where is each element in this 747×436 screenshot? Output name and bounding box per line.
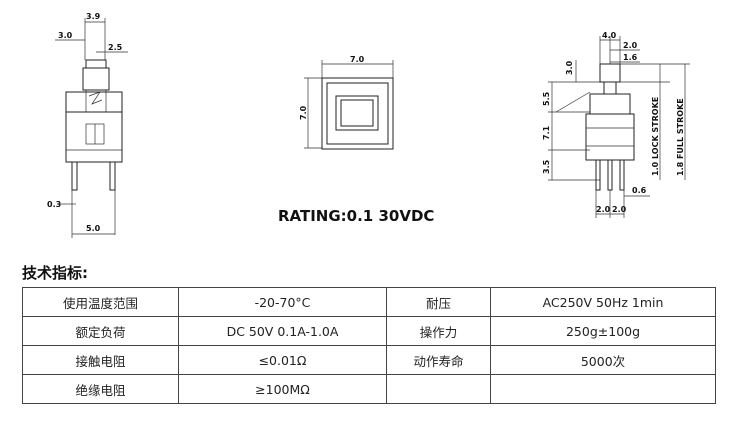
dim-bottom-width: 5.0 — [86, 224, 101, 233]
dim-width: 7.0 — [350, 55, 365, 64]
dim-right-offset: 2.5 — [108, 43, 123, 52]
dim-full-stroke: 1.8 FULL STROKE — [676, 98, 685, 176]
dim-right-b: 1.6 — [623, 53, 638, 62]
rating-label: RATING:0.1 30VDC — [278, 207, 434, 225]
table-row: 绝缘电阻 ≥100MΩ — [22, 374, 716, 404]
dim-pitch-a: 2.0 — [596, 205, 611, 214]
spec-value: -20-70°C — [178, 287, 387, 317]
front-view: 4.0 2.0 1.6 3.0 5.5 7.1 3.5 — [542, 31, 690, 218]
top-view: 7.0 7.0 — [299, 55, 394, 150]
dim-top-width: 3.9 — [86, 12, 101, 21]
table-row: 接触电阻 ≤0.01Ω 动作寿命 5000次 — [22, 345, 716, 375]
spec-label: 操作力 — [386, 316, 491, 346]
spec-label: 耐压 — [386, 287, 491, 317]
left-side-view: 3.9 3.0 2.5 0.3 5.0 — [47, 12, 128, 238]
dim-right-a: 2.0 — [623, 41, 638, 50]
spec-label: 绝缘电阻 — [22, 374, 179, 404]
spec-label — [386, 374, 491, 404]
spec-label: 动作寿命 — [386, 345, 491, 375]
dim-h-pin: 3.5 — [542, 159, 551, 174]
dim-height: 7.0 — [299, 105, 308, 120]
dim-pin-width: 0.6 — [632, 186, 647, 195]
dim-pitch-b: 2.0 — [612, 205, 627, 214]
dim-h-body: 7.1 — [542, 125, 551, 140]
dim-h-mid: 5.5 — [542, 91, 551, 106]
spec-value: ≥100MΩ — [178, 374, 387, 404]
table-row: 额定负荷 DC 50V 0.1A-1.0A 操作力 250g±100g — [22, 316, 716, 346]
spec-value: DC 50V 0.1A-1.0A — [178, 316, 387, 346]
spec-value: ≤0.01Ω — [178, 345, 387, 375]
spec-label: 接触电阻 — [22, 345, 179, 375]
spec-value: AC250V 50Hz 1min — [490, 287, 716, 317]
spec-label: 使用温度范围 — [22, 287, 179, 317]
spec-value — [490, 374, 716, 404]
section-title: 技术指标: — [22, 264, 88, 282]
spec-value: 250g±100g — [490, 316, 716, 346]
spec-label: 额定负荷 — [22, 316, 179, 346]
dim-pin: 0.3 — [47, 200, 61, 209]
dim-h-top: 3.0 — [565, 60, 574, 75]
spec-table: 使用温度范围 -20-70°C 耐压 AC250V 50Hz 1min 额定负荷… — [22, 287, 716, 404]
spec-value: 5000次 — [490, 345, 716, 375]
dim-top-width: 4.0 — [602, 31, 617, 40]
dim-lock-stroke: 1.0 LOCK STROKE — [651, 97, 660, 176]
switch-drawing: 3.9 3.0 2.5 0.3 5.0 7.0 7. — [47, 12, 690, 238]
table-row: 使用温度范围 -20-70°C 耐压 AC250V 50Hz 1min — [22, 287, 716, 317]
dim-left-offset: 3.0 — [58, 31, 73, 40]
